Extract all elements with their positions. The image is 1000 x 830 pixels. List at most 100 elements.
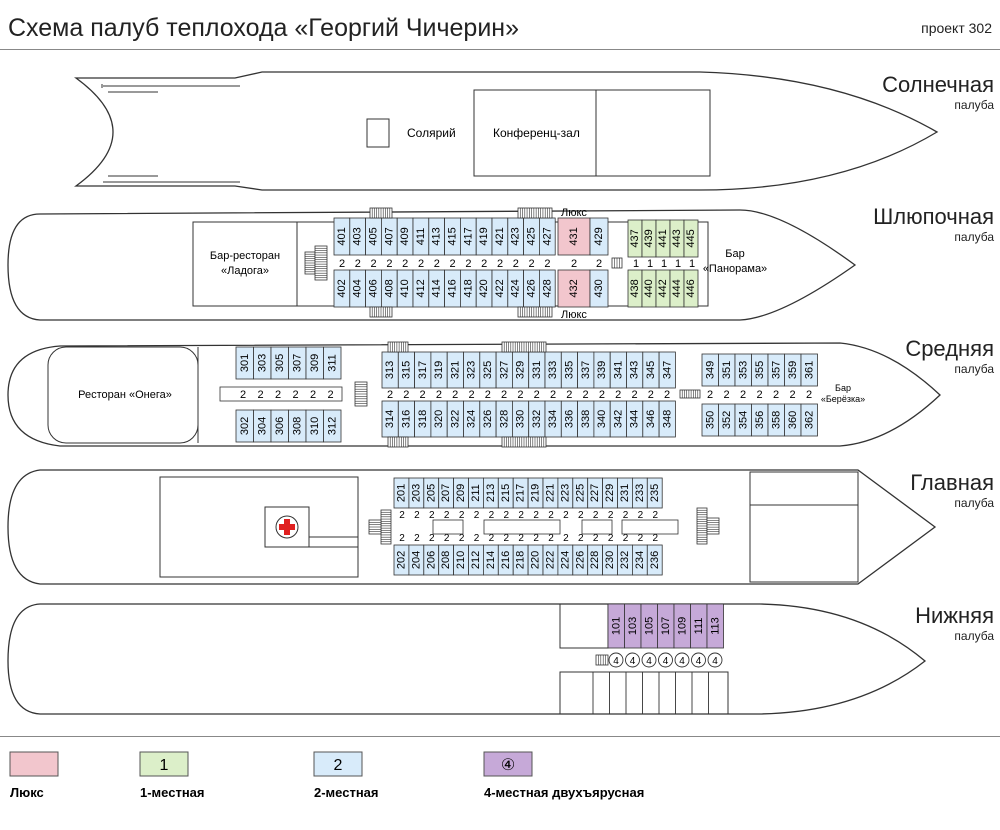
cabin-number: 212 xyxy=(470,551,482,569)
legend-item: ④4-местная двухъярусная xyxy=(483,751,644,800)
cabin-number: 205 xyxy=(425,484,437,502)
cabin-number: 348 xyxy=(661,410,673,428)
cabin-202: 202 xyxy=(393,544,410,576)
cabin-number: 359 xyxy=(787,361,799,379)
berth-count: 2 xyxy=(434,258,440,270)
cabin-113: 113 xyxy=(706,603,724,649)
berth-count: 2 xyxy=(504,533,510,544)
cabin-218: 218 xyxy=(512,544,529,576)
svg-text:4: 4 xyxy=(696,656,702,667)
cabin-number: 419 xyxy=(478,227,490,245)
cabin-437: 437 xyxy=(627,219,643,258)
lower-deck xyxy=(7,603,927,715)
stairs xyxy=(387,436,409,448)
berth-count: 2 xyxy=(240,389,246,401)
berth-count: 2 xyxy=(517,389,523,401)
cabin-number: 361 xyxy=(803,361,815,379)
stairs xyxy=(595,654,609,666)
berth-count: 2 xyxy=(414,533,420,544)
berth-count: 2 xyxy=(355,258,361,270)
cabin-number: 321 xyxy=(449,361,461,379)
berth-four: 4 xyxy=(674,652,690,668)
berth-count: 2 xyxy=(664,389,670,401)
cabin-328: 328 xyxy=(495,400,513,438)
stairs xyxy=(517,207,553,219)
berth-count: 2 xyxy=(596,258,602,270)
cabin-number: 216 xyxy=(500,551,512,569)
legend-label: 1-местная xyxy=(140,785,205,800)
cabin-342: 342 xyxy=(609,400,627,438)
berth-count: 2 xyxy=(638,533,644,544)
stairs xyxy=(517,306,553,318)
cabin-314: 314 xyxy=(381,400,399,438)
cabin-number: 223 xyxy=(559,484,571,502)
cabin-422: 422 xyxy=(491,269,509,308)
divider-top xyxy=(0,49,1000,50)
cabin-442: 442 xyxy=(655,269,671,308)
cabin-number: 319 xyxy=(433,361,445,379)
cabin-404: 404 xyxy=(349,269,366,308)
legend-item: 11-местная xyxy=(139,751,205,800)
cabin-number: 224 xyxy=(559,551,571,569)
cabin-305: 305 xyxy=(270,346,289,380)
cabin-number: 334 xyxy=(547,410,559,428)
cabin-420: 420 xyxy=(475,269,493,308)
cabin-105: 105 xyxy=(640,603,658,649)
cabin-440: 440 xyxy=(641,269,657,308)
cabin-number: 235 xyxy=(649,484,661,502)
cabin-number: 312 xyxy=(326,417,338,435)
cabin-405: 405 xyxy=(365,217,382,256)
cabin-357: 357 xyxy=(767,353,785,387)
cabin-103: 103 xyxy=(624,603,642,649)
lux-bottom-label: Люкс xyxy=(561,309,587,321)
berth-count: 2 xyxy=(593,533,599,544)
cabin-number: 337 xyxy=(580,361,592,379)
cabin-number: 331 xyxy=(531,361,543,379)
berth-count: 2 xyxy=(529,258,535,270)
cabin-number: 408 xyxy=(383,279,395,297)
cabin-number: 219 xyxy=(530,484,542,502)
cabin-number: 218 xyxy=(515,551,527,569)
cabin-number: 111 xyxy=(693,618,705,635)
cabin-number: 301 xyxy=(239,354,251,372)
cabin-231: 231 xyxy=(617,477,633,509)
cabin-301: 301 xyxy=(235,346,254,380)
cabin-109: 109 xyxy=(673,603,691,649)
cabin-number: 313 xyxy=(384,361,396,379)
cabin-204: 204 xyxy=(408,544,425,576)
bar-panorama-label: Бар xyxy=(725,248,744,260)
bar-berezka-label: Бар xyxy=(835,383,851,393)
lux-top-label: Люкс xyxy=(561,207,587,219)
cabin-333: 333 xyxy=(544,351,562,389)
cabin-number: 226 xyxy=(574,551,586,569)
cabin-403: 403 xyxy=(349,217,366,256)
stairs xyxy=(501,436,547,448)
cabin-330: 330 xyxy=(512,400,530,438)
berth-count: 2 xyxy=(371,258,377,270)
berth-count: 2 xyxy=(533,533,539,544)
sun-deck xyxy=(74,71,939,191)
cabin-number: 232 xyxy=(619,551,631,569)
cabin-427: 427 xyxy=(539,217,556,256)
berth-count: 2 xyxy=(599,389,605,401)
cabin-322: 322 xyxy=(446,400,464,438)
cabin-341: 341 xyxy=(609,351,627,389)
svg-text:4: 4 xyxy=(613,656,619,667)
berth-count: 2 xyxy=(653,533,659,544)
cabin-337: 337 xyxy=(577,351,595,389)
cabin-number: 404 xyxy=(352,279,364,297)
berth-count: 2 xyxy=(623,533,629,544)
cabin-number: 446 xyxy=(685,279,697,297)
page-title: Схема палуб теплохода «Георгий Чичерин» xyxy=(8,14,520,42)
berth-count: 2 xyxy=(653,510,659,521)
cabin-360: 360 xyxy=(784,403,802,437)
cabin-213: 213 xyxy=(482,477,499,509)
cabin-303: 303 xyxy=(253,346,272,380)
cabin-346: 346 xyxy=(642,400,660,438)
svg-text:4: 4 xyxy=(630,656,636,667)
cabin-309: 309 xyxy=(305,346,324,380)
stairs xyxy=(696,507,708,545)
cabin-409: 409 xyxy=(396,217,414,256)
